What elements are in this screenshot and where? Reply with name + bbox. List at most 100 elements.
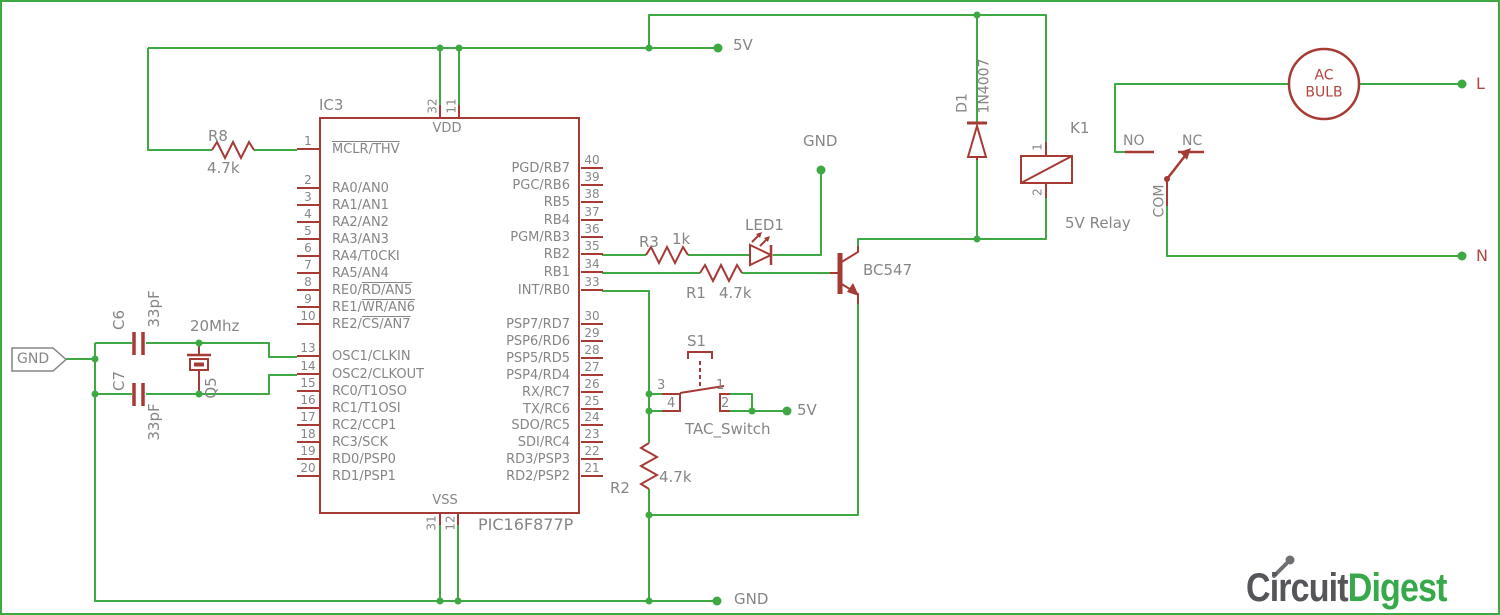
live-terminal-label: L [1476,74,1485,93]
ic-pin-10-label: RE2/CS/AN7 [332,317,411,332]
c7-value: 33pF [144,403,163,441]
ic-pin-30-label: PSP7/RD7 [506,317,570,332]
ic-pin-37-number: 37 [581,206,603,221]
c6-designator: C6 [109,309,128,331]
ic-pin-17-label: RC2/CCP1 [332,418,397,433]
ic-pin-29-number: 29 [581,327,603,342]
ic-pin-8-label: RE0/RD/AN5 [332,283,413,298]
ic-pin-26-number: 26 [581,378,603,393]
c7-designator: C7 [109,370,128,392]
tactile-switch-symbol [662,351,730,412]
ic-pin-30-number: 30 [581,310,603,325]
ic-pin-5-label: RA3/AN3 [332,232,389,247]
ic-pin-22-number: 22 [581,445,603,460]
ic-pin-39-label: PGC/RB6 [512,178,570,193]
ic-pin-20-number: 20 [297,462,319,477]
ic-pin-31-number: 31 [424,515,439,531]
ic-pin-6-label: RA4/T0CKI [332,249,400,264]
ic-pin-4-label: RA2/AN2 [332,215,389,230]
ic-pin-12-number: 12 [443,515,458,531]
ic-outline [319,105,580,525]
relay-value: 5V Relay [1065,214,1131,232]
ic-pin-27-label: PSP4/RD4 [506,368,570,383]
r1-resistor [699,262,743,284]
neutral-terminal-label: N [1476,246,1488,265]
terminal-dots [712,43,1467,606]
ic-pin-3-number: 3 [297,191,319,206]
ic-pin-10-number: 10 [297,310,319,325]
ic-pin-28-number: 28 [581,344,603,359]
ic-pin-13-number: 13 [297,342,319,357]
ic-pin-39-number: 39 [581,171,603,186]
logo-text-circuit: Circuit [1246,566,1349,610]
contact-nc-label: NC [1182,133,1203,149]
crystal-value: 20Mhz [190,317,240,335]
ic-pin-27-number: 27 [581,361,603,376]
ic-pin-1-label: MCLR/THV [332,142,400,157]
wires [66,14,1462,602]
ic-pin-36-label: PGM/RB3 [510,230,570,245]
ic-pin-29-label: PSP6/RD6 [506,334,570,349]
relay-pin1-number: 1 [1030,143,1045,151]
net-label-5v-top: 5V [733,36,753,54]
bc547-transistor [830,246,859,304]
ic-pin-14-number: 14 [297,360,319,375]
circuitdigest-logo: CircuitDigest [1246,568,1447,608]
ic-pin-24-label: SDO/RC5 [511,418,570,433]
r8-designator: R8 [208,127,228,145]
ic-pin-2-label: RA0/AN0 [332,181,389,196]
ic-pin-33-number: 33 [581,276,603,291]
gnd-flag-outline [11,347,68,372]
ic-pin-34-label: RB1 [543,265,570,280]
crystal-designator: Q5 [201,377,220,399]
d1-value: 1N4007 [976,58,993,114]
ic-pin-20-label: RD1/PSP1 [332,469,396,484]
ic-vdd-label: VDD [432,120,462,136]
r2-resistor [638,442,660,490]
ac-bulb-symbol [1287,47,1361,121]
gnd-flag-label: GND [17,351,50,367]
ic-pin-22-label: RD3/PSP3 [506,452,570,467]
ic-pin-1-number: 1 [297,135,319,150]
net-label-5v-switch: 5V [797,401,817,419]
ic-pin-15-number: 15 [297,377,319,392]
switch-pin2-number: 2 [721,396,730,411]
ic-pin-25-label: TX/RC6 [523,402,570,417]
screwdriver-icon [1272,555,1295,578]
logo-text-digest: Digest [1347,566,1448,610]
ic-pin-5-number: 5 [297,225,319,240]
ic-pin-19-number: 19 [297,445,319,460]
junction-dots [91,11,981,605]
bulb-label-top: AC [1314,67,1334,84]
ic-pin-37-label: RB4 [543,213,570,228]
d1-designator: D1 [954,93,971,113]
c6-value: 33pF [144,290,163,328]
ic-pin-40-label: PGD/RB7 [511,161,570,176]
r3-resistor [645,244,689,266]
switch-designator: S1 [687,332,707,350]
r8-value: 4.7k [207,159,240,177]
ic-pin-32-number: 32 [425,98,440,114]
switch-pin4-number: 4 [667,396,676,411]
relay-pin2-number: 2 [1030,188,1045,196]
ic-part-number: PIC16F877P [478,515,574,534]
ic-pin-28-label: PSP5/RD5 [506,351,570,366]
r3-value: 1k [672,230,691,248]
ic-pin-23-label: SDI/RC4 [517,435,570,450]
ic-pin-26-label: RX/RC7 [521,385,570,400]
ic-pin-35-number: 35 [581,240,603,255]
r3-designator: R3 [639,233,659,251]
ic-pin-24-number: 24 [581,411,603,426]
contact-no-label: NO [1123,133,1145,149]
ic-pin-15-label: RC0/T1OSO [332,384,408,399]
ic-pin-7-number: 7 [297,259,319,274]
ic-vss-label: VSS [432,492,458,508]
ic-pin-9-label: RE1/WR/AN6 [332,300,416,315]
ic-pin-18-number: 18 [297,428,319,443]
ic-pin-19-label: RD0/PSP0 [332,452,396,467]
ic-pin-38-label: RB5 [543,195,570,210]
switch-pin3-number: 3 [657,378,666,393]
led1-designator: LED1 [745,216,784,234]
r1-designator: R1 [686,284,706,302]
